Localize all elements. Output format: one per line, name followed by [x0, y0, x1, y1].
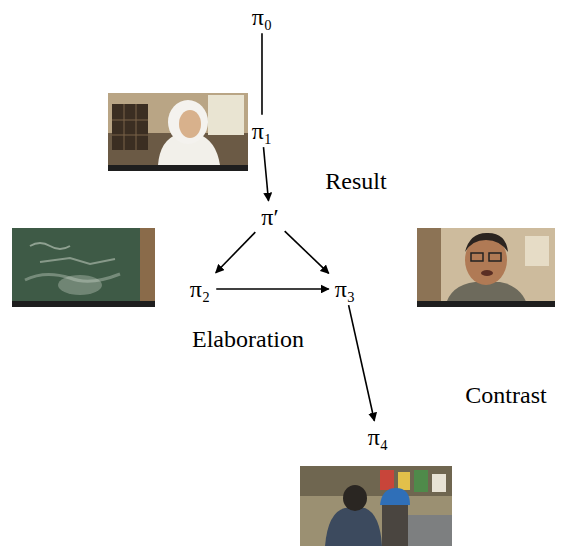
still-window [525, 236, 549, 266]
still-shelf-line [124, 104, 125, 150]
unit-label: π₁ [252, 118, 272, 144]
video-still [300, 466, 452, 546]
still-goods [414, 470, 428, 492]
still-ground [300, 466, 452, 546]
relation-label: Result [323, 168, 388, 194]
unit-label: π₃ [335, 276, 355, 302]
relation-arrow [285, 231, 329, 273]
still-chalk [40, 258, 115, 264]
still-goods [398, 472, 410, 490]
unit-label: π₄ [368, 424, 388, 450]
video-still [12, 228, 155, 307]
unit-label: π₂ [190, 276, 210, 302]
discourse-unit: π₀ [248, 2, 276, 32]
video-still [417, 228, 555, 307]
still-head [343, 485, 367, 511]
still-goods [380, 470, 394, 490]
still-car [408, 515, 452, 546]
unit-label: π₀ [252, 4, 272, 30]
still-window [208, 95, 244, 135]
still-chalk [30, 243, 70, 249]
discourse-unit: π₁ [248, 116, 276, 146]
still-frame [140, 228, 155, 307]
still-hair [465, 233, 508, 252]
relation-arrow [216, 288, 329, 290]
still-shelf-line [136, 104, 137, 150]
player-bar [417, 301, 555, 307]
unit-label: π′ [261, 204, 278, 230]
still-chalk-smear [58, 275, 102, 295]
relation-arrow [349, 305, 375, 421]
relation-arrow [264, 147, 269, 201]
video-still [108, 93, 248, 171]
still-board [12, 228, 155, 307]
still-helmet [380, 488, 410, 505]
still-person [325, 508, 382, 546]
still-goods [432, 474, 446, 492]
still-glasses [471, 253, 483, 261]
still-mouth [481, 270, 493, 276]
relation-label: Contrast [463, 382, 548, 408]
still-glasses [489, 253, 501, 261]
still-wall [417, 228, 555, 307]
still-face [179, 110, 201, 138]
relation-label: Elaboration [190, 326, 306, 352]
link-line [261, 33, 263, 115]
player-bar [12, 301, 155, 307]
discourse-unit: π′ [257, 202, 282, 232]
still-ground [108, 93, 248, 171]
relation-arrow [216, 232, 256, 273]
discourse-unit: π₄ [364, 422, 392, 452]
still-door [417, 228, 441, 307]
player-bar [108, 165, 248, 171]
still-hijab [168, 100, 208, 144]
discourse-unit: π₂ [186, 274, 214, 304]
still-shelf [112, 104, 148, 150]
still-shelf-line [112, 135, 148, 136]
discourse-unit: π₃ [331, 274, 359, 304]
still-rider [382, 505, 408, 546]
still-shelf-line [112, 120, 148, 121]
still-shop [300, 466, 452, 496]
